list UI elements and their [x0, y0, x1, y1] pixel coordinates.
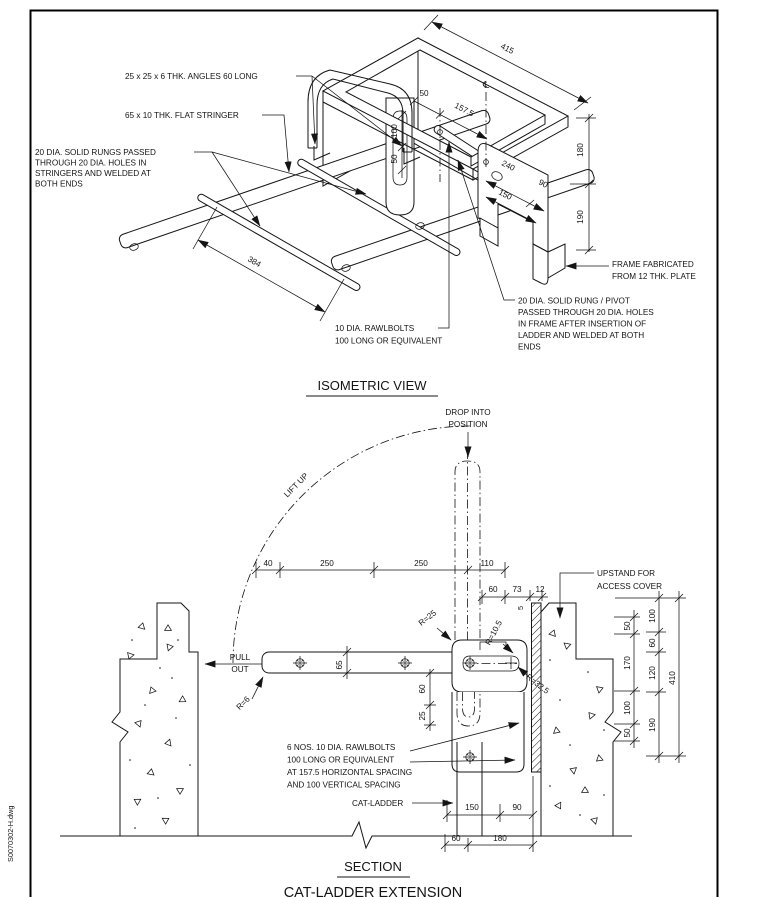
iso-centerlines — [439, 92, 487, 182]
section-top-dims: 40 250 250 110 60 73 12 5 — [251, 559, 548, 610]
left-wall — [111, 602, 199, 836]
svg-text:LADDER AND WELDED AT BOTH: LADDER AND WELDED AT BOTH — [518, 331, 644, 340]
svg-text:100: 100 — [623, 701, 632, 715]
label-drop: DROP INTO — [445, 408, 490, 417]
dim-5: 5 — [516, 606, 525, 610]
svg-text:AND 100 VERTICAL SPACING: AND 100 VERTICAL SPACING — [287, 781, 401, 790]
dim-65: 65 — [335, 660, 344, 670]
svg-text:170: 170 — [623, 656, 632, 670]
svg-text:100 LONG OR EQUIVALENT: 100 LONG OR EQUIVALENT — [287, 756, 394, 765]
iso-rung — [197, 193, 361, 292]
section-view: LIFT UP DROP INTO POSITION PULL OUT — [60, 408, 686, 897]
iso-dim-157-5: 157.5 — [453, 101, 476, 119]
iso-rung — [297, 158, 461, 257]
iso-dim-100: 100 — [390, 124, 399, 138]
note-rawlbolts-6: 6 NOS. 10 DIA. RAWLBOLTS — [287, 743, 396, 752]
section-right-dims: 50 170 100 50 100 60 120 190 410 — [614, 591, 686, 763]
stowed-stringer-hidden — [456, 692, 481, 727]
svg-text:50: 50 — [623, 621, 632, 631]
svg-text:60: 60 — [648, 638, 657, 648]
svg-text:PASSED THROUGH 20 DIA. HOLES: PASSED THROUGH 20 DIA. HOLES — [518, 308, 654, 317]
iso-dim-90: 90 — [537, 178, 550, 190]
svg-text:12: 12 — [535, 585, 545, 594]
note-pivot: 20 DIA. SOLID RUNG / PIVOT — [518, 297, 630, 306]
note-rungs: 20 DIA. SOLID RUNGS PASSED — [35, 148, 156, 157]
iso-dim-180: 180 — [576, 143, 585, 157]
section-title: SECTION — [344, 859, 402, 874]
pivot-slot — [462, 655, 520, 672]
iso-dim-190: 190 — [576, 210, 585, 224]
svg-text:AT 157.5 HORIZONTAL SPACING: AT 157.5 HORIZONTAL SPACING — [287, 768, 412, 777]
label-pull: PULL — [230, 653, 251, 662]
iso-hole — [491, 171, 503, 181]
svg-text:190: 190 — [648, 718, 657, 732]
note-rawlbolts: 10 DIA. RAWLBOLTS — [335, 324, 415, 333]
label-upstand: UPSTAND FOR — [597, 569, 655, 578]
dim-60-25-line — [424, 668, 436, 731]
iso-angle-cleats — [313, 146, 421, 165]
svg-text:180: 180 — [493, 834, 507, 843]
svg-text:STRINGERS AND WELDED AT: STRINGERS AND WELDED AT — [35, 169, 151, 178]
concrete-dots — [129, 639, 605, 829]
iso-slot — [392, 110, 408, 186]
iso-dim-50: 50 — [419, 89, 429, 98]
radius-r6: R=6 — [235, 694, 252, 711]
iso-hole — [341, 264, 351, 272]
svg-text:100: 100 — [648, 609, 657, 623]
note-stringer: 65 x 10 THK. FLAT STRINGER — [125, 111, 239, 120]
dim-65-line — [342, 646, 352, 679]
section-subtitle: CAT-LADDER EXTENSION — [284, 885, 463, 897]
label-cat-ladder: CAT-LADDER — [352, 799, 403, 808]
radius-r25: R=25 — [417, 608, 438, 628]
sheet-border — [29, 9, 719, 897]
right-wall — [540, 602, 622, 836]
iso-hole — [415, 222, 425, 230]
dim-25: 25 — [418, 711, 427, 721]
svg-text:250: 250 — [320, 559, 334, 568]
upstand-plate — [531, 602, 542, 773]
iso-dim-415: 415 — [499, 42, 516, 56]
svg-text:120: 120 — [648, 666, 657, 680]
svg-text:150: 150 — [465, 803, 479, 812]
svg-text:ENDS: ENDS — [518, 343, 541, 352]
iso-title: ISOMETRIC VIEW — [317, 378, 427, 393]
svg-text:FROM 12 THK. PLATE: FROM 12 THK. PLATE — [612, 272, 696, 281]
svg-text:BOTH ENDS: BOTH ENDS — [35, 180, 83, 189]
cat-ladder-stringer — [456, 742, 483, 836]
svg-text:250: 250 — [414, 559, 428, 568]
svg-text:POSITION: POSITION — [448, 420, 487, 429]
ground-line — [60, 820, 632, 850]
note-angles: 25 x 25 x 6 THK. ANGLES 60 LONG — [125, 72, 258, 81]
svg-text:60: 60 — [488, 585, 498, 594]
iso-hole — [129, 243, 139, 251]
svg-text:IN FRAME AFTER INSERTION OF: IN FRAME AFTER INSERTION OF — [518, 320, 646, 329]
svg-text:73: 73 — [512, 585, 522, 594]
stowed-ladder — [454, 450, 481, 650]
iso-dim-50b: 50 — [390, 154, 399, 164]
svg-text:50: 50 — [623, 728, 632, 738]
centerline-symbol: ℄ — [482, 80, 490, 91]
file-label: S0070302-H.dwg — [6, 806, 15, 862]
section-bottom-dims: 150 90 60 180 — [440, 776, 538, 852]
svg-text:40: 40 — [263, 559, 273, 568]
dim-60: 60 — [418, 684, 427, 694]
dim-410: 410 — [668, 671, 677, 685]
svg-text:110: 110 — [480, 559, 493, 568]
svg-text:100 LONG OR EQUIVALENT: 100 LONG OR EQUIVALENT — [335, 337, 442, 346]
note-frame: FRAME FABRICATED — [612, 260, 694, 269]
svg-text:ACCESS COVER: ACCESS COVER — [597, 582, 662, 591]
iso-dim-384: 384 — [246, 255, 263, 270]
svg-text:90: 90 — [512, 803, 522, 812]
iso-notes: 25 x 25 x 6 THK. ANGLES 60 LONG 65 x 10 … — [35, 72, 696, 352]
svg-text:60: 60 — [451, 834, 461, 843]
label-lift-up: LIFT UP — [282, 471, 310, 499]
svg-text:THROUGH 20 DIA. HOLES IN: THROUGH 20 DIA. HOLES IN — [35, 159, 147, 168]
svg-text:OUT: OUT — [231, 665, 248, 674]
swing-arc — [232, 425, 471, 664]
isometric-view: ℄ 415 180 190 50 157.5 100 50 240 90 150 — [35, 14, 696, 397]
